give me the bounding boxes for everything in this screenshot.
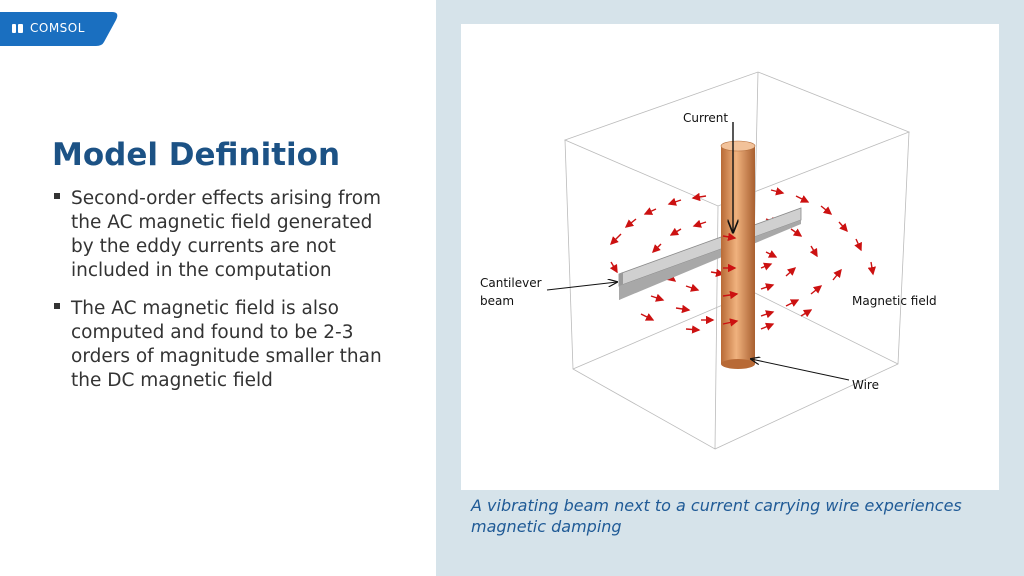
bullet-text: Second-order effects arising from the AC… bbox=[71, 188, 382, 281]
wire bbox=[720, 140, 756, 369]
comsol-mark-icon bbox=[12, 24, 23, 33]
wire-pointer bbox=[751, 359, 850, 381]
figure-caption: A vibrating beam next to a current carry… bbox=[471, 496, 962, 536]
label-magnetic-field: Magnetic field bbox=[852, 294, 937, 308]
slide-title: Model Definition bbox=[52, 137, 341, 173]
bullet-square-icon bbox=[54, 193, 60, 199]
logo-text: COMSOL bbox=[30, 21, 85, 35]
label-current: Current bbox=[683, 111, 728, 125]
bullet-square-icon bbox=[54, 303, 60, 309]
label-beam: beam bbox=[480, 294, 514, 308]
label-cantilever: Cantilever bbox=[480, 276, 542, 290]
cantilever-beam bbox=[618, 207, 802, 300]
cantilever-pointer bbox=[546, 282, 617, 291]
model-illustration: Current Cantilever beam Magnetic field W… bbox=[480, 71, 937, 450]
bullet-item: Second-order effects arising from the AC… bbox=[52, 187, 382, 283]
label-wire: Wire bbox=[852, 378, 879, 392]
logo-tab-shape bbox=[0, 12, 118, 46]
bullet-list: Second-order effects arising from the AC… bbox=[52, 187, 382, 407]
figure-image: Current Cantilever beam Magnetic field W… bbox=[461, 24, 999, 490]
bullet-text: The AC magnetic field is also computed a… bbox=[71, 298, 382, 391]
bullet-item: The AC magnetic field is also computed a… bbox=[52, 297, 382, 393]
